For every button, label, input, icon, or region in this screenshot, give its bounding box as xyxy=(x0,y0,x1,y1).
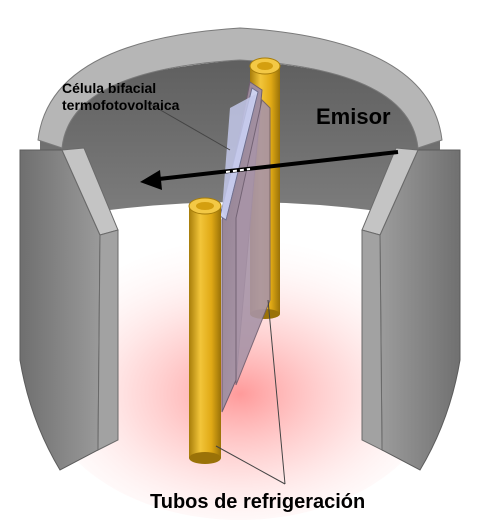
label-thermophotovoltaic: termofotovoltaica xyxy=(62,97,180,113)
label-emitter: Emisor xyxy=(316,104,391,129)
leader-lines xyxy=(149,103,286,485)
label-bifacial-cell: Célula bifacial xyxy=(62,80,157,96)
label-cooling-tubes: Tubos de refrigeración xyxy=(150,491,366,513)
right-wall xyxy=(361,147,461,471)
radiation-arrow xyxy=(140,150,399,190)
tpv-cell-plate xyxy=(219,81,271,413)
left-wall xyxy=(19,147,119,471)
cylinder-rim xyxy=(37,27,443,149)
cooling-tube-front xyxy=(188,197,222,464)
heat-glow xyxy=(40,240,440,520)
